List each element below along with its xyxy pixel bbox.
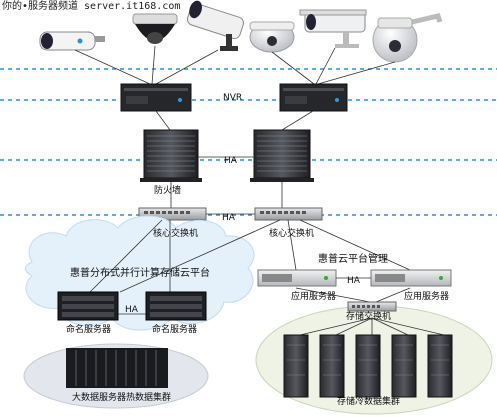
big-data-cluster <box>23 343 209 409</box>
dome-camera-icon <box>249 21 295 53</box>
ha-label-naming: HA <box>125 305 138 315</box>
storage-switch-label: 存储交换机 <box>346 312 392 322</box>
app-server-label-left: 应用服务器 <box>291 292 337 302</box>
naming-server-label-right: 命名服务器 <box>152 325 198 335</box>
cloud-platform-label: 惠普分布式并行计算存储云平台 <box>70 268 210 279</box>
ha-label-firewall: HA <box>224 156 237 166</box>
core-links <box>89 219 445 336</box>
ha-label-core: HA <box>222 213 235 223</box>
naming-server-label-left: 命名服务器 <box>66 325 112 335</box>
storage-switch <box>347 301 397 312</box>
layer-separators <box>0 68 497 216</box>
bullet-camera-icon <box>299 9 367 48</box>
dome-camera-icon <box>132 13 178 44</box>
core-switch-label-right: 核心交换机 <box>269 229 315 239</box>
bullet-camera-icon <box>39 31 105 51</box>
big-data-cluster-label: 大数据服务器热数据集群 <box>72 393 172 403</box>
cloud-management-label: 惠普云平台管理 <box>318 254 388 265</box>
nvr-label: NVR <box>223 93 243 103</box>
app-server-left <box>257 269 337 287</box>
nvr-left <box>120 83 192 112</box>
naming-server-left <box>57 291 119 321</box>
camera-links <box>74 45 396 85</box>
watermark: 你的•服务器频道 server.it168.com <box>2 1 181 12</box>
firewall-left <box>140 129 202 182</box>
ptz-camera-icon <box>372 13 443 63</box>
core-switch-right <box>254 207 323 221</box>
nvr-links <box>155 110 314 131</box>
app-server-label-right: 应用服务器 <box>404 292 450 302</box>
box-camera-icon <box>186 0 244 51</box>
cold-storage-label: 存储冷数据集群 <box>337 397 401 407</box>
cold-storage-racks <box>283 334 453 398</box>
app-server-right <box>370 269 452 287</box>
firewall-right <box>250 129 314 182</box>
naming-server-right <box>145 291 207 321</box>
nvr-right <box>279 83 348 112</box>
core-switch-label-left: 核心交换机 <box>153 229 199 239</box>
camera-row <box>39 0 443 63</box>
firewall-label: 防火墙 <box>154 186 182 196</box>
ha-label-app: HA <box>347 276 360 286</box>
firewall-links <box>170 182 283 208</box>
